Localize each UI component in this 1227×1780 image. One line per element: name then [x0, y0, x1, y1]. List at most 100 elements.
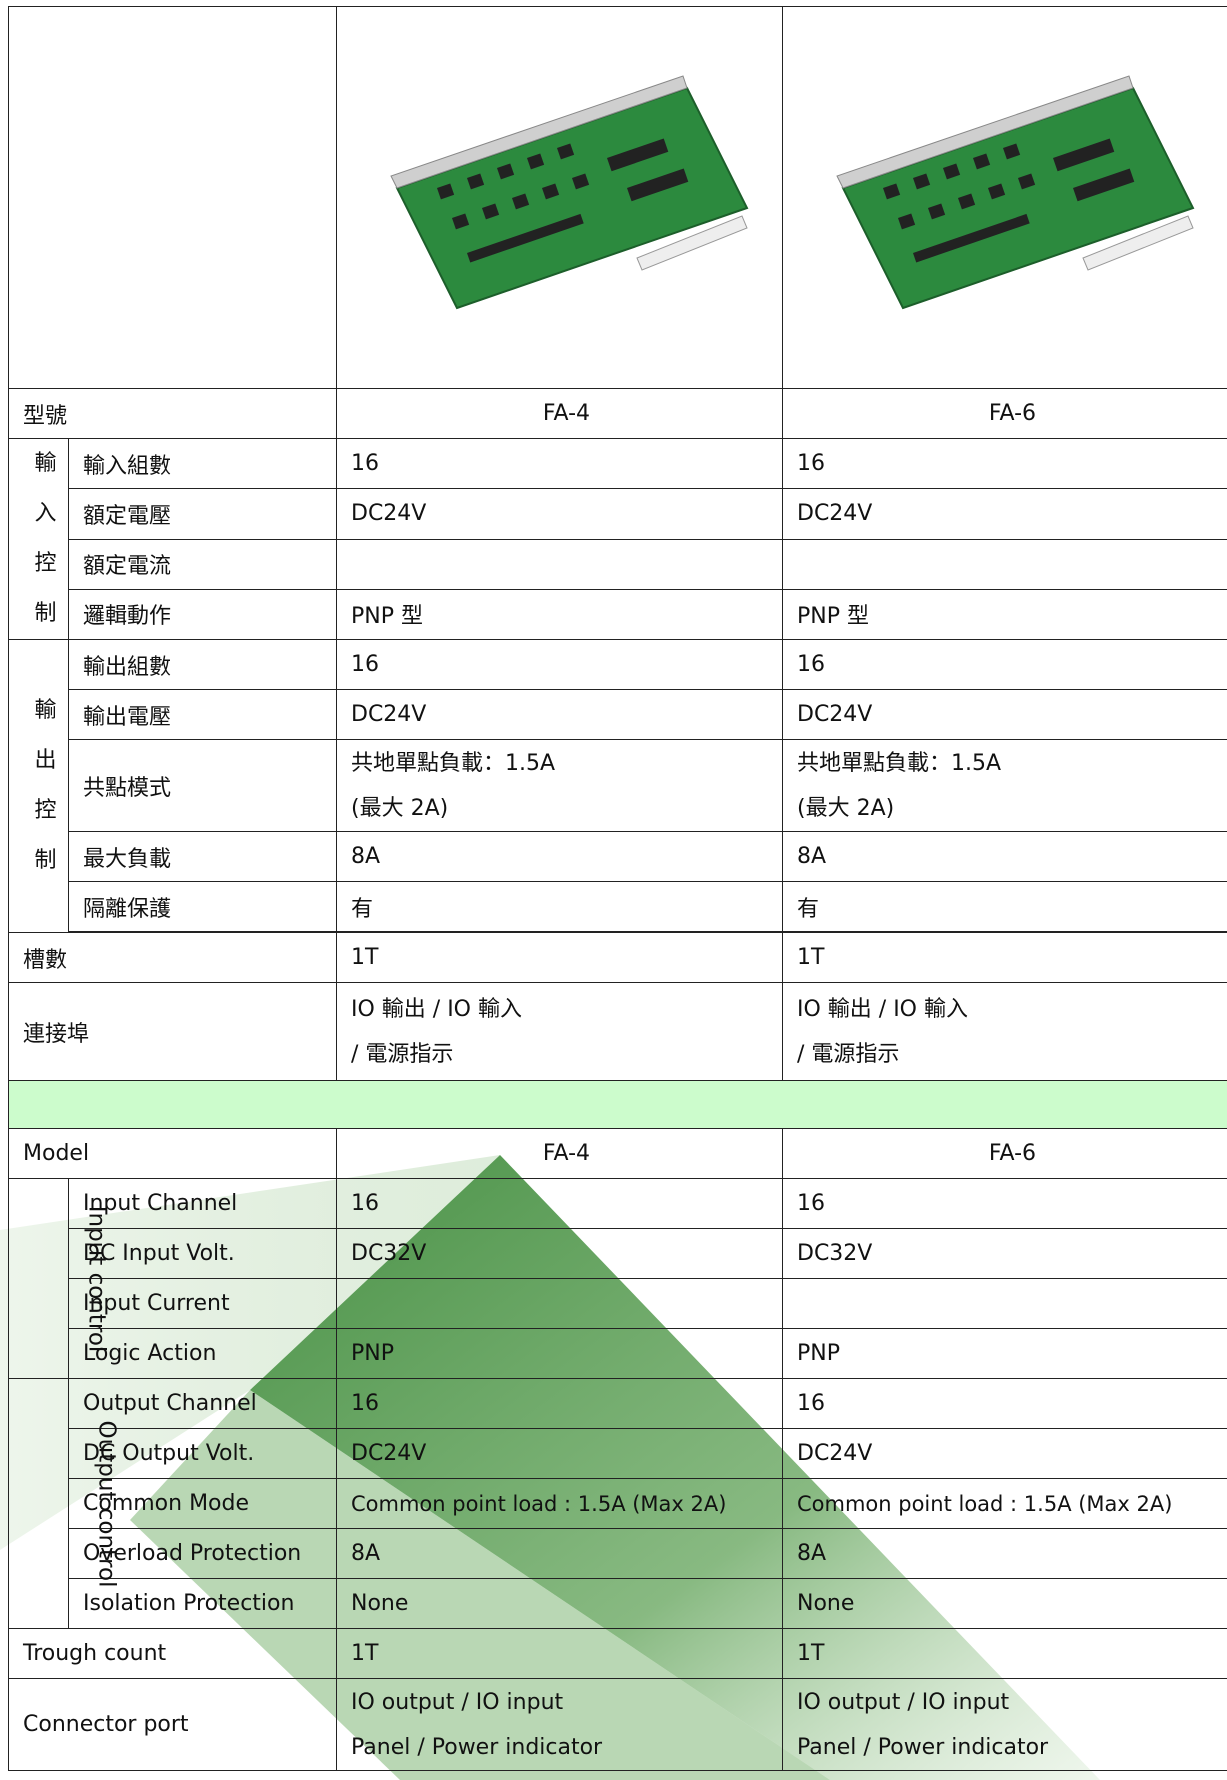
zh-connector-row: 連接埠 IO 輸出 / IO 輸入/ 電源指示 IO 輸出 / IO 輸入/ 電…: [8, 982, 1227, 1081]
zh-input-value-fa4: [336, 538, 783, 590]
zh-output-group-label: 輸出控制: [8, 639, 69, 933]
zh-output-label: 隔離保護: [68, 881, 337, 932]
zh-input-label: 邏輯動作: [68, 588, 337, 641]
zh-model-fa4: FA-4: [336, 388, 783, 439]
en-output-value-fa6: 16: [782, 1378, 1227, 1429]
en-trough-fa4: 1T: [336, 1628, 783, 1679]
en-input-value-fa6: 16: [782, 1178, 1227, 1229]
en-input-group-label: Input control: [8, 1178, 109, 1379]
en-input-value-fa6: DC32V: [782, 1228, 1227, 1279]
en-output-value-fa4: None: [336, 1578, 783, 1629]
spec-table: 型號 FA-4 FA-6 輸入控制 輸入組數 16 16 額定電壓 DC24V …: [8, 6, 1227, 1771]
zh-output-row: 最大負載 8A 8A: [9, 831, 1227, 882]
zh-input-row: 額定電流: [9, 538, 1227, 590]
en-input-row: Input control Input Channel 16 16: [8, 1178, 1227, 1379]
zh-input-group-label: 輸入控制: [8, 438, 69, 640]
zh-input-label: 額定電流: [68, 538, 337, 590]
fa6-image-cell: [782, 6, 1227, 389]
en-output-label: DC Output Volt.: [68, 1428, 337, 1479]
zh-output-value-fa6: 共地單點負載：1.5A(最大 2A): [782, 739, 1227, 832]
en-connector-label: Connector port: [8, 1678, 337, 1771]
zh-output-value-fa4: 16: [336, 639, 783, 690]
section-separator-band: [8, 1080, 1227, 1129]
en-output-value-fa6: DC24V: [782, 1428, 1227, 1479]
en-input-label: DC Input Volt.: [68, 1228, 337, 1279]
zh-slots-row: 槽數 1T 1T: [8, 932, 1227, 983]
zh-input-row: 額定電壓 DC24V DC24V: [9, 488, 1227, 540]
zh-output-value-fa4: 8A: [336, 831, 783, 882]
zh-input-value-fa6: [782, 538, 1227, 590]
zh-output-row: 輸出電壓 DC24V DC24V: [9, 689, 1227, 740]
image-row-blank-cell: [8, 6, 337, 389]
zh-input-row: 邏輯動作 PNP 型 PNP 型: [9, 588, 1227, 641]
en-input-label: Logic Action: [68, 1328, 337, 1379]
zh-input-value-fa6: 16: [782, 437, 1227, 490]
zh-slots-fa4: 1T: [336, 932, 783, 983]
en-output-row: Isolation Protection None None: [9, 1578, 1227, 1629]
zh-input-value-fa6: DC24V: [782, 488, 1227, 540]
zh-output-row: 隔離保護 有 有: [9, 881, 1227, 932]
separator-band-cell: [8, 1080, 1227, 1129]
zh-output-value-fa4: DC24V: [336, 689, 783, 740]
zh-output-label: 輸出組數: [68, 639, 337, 690]
zh-model-fa6: FA-6: [782, 388, 1227, 439]
en-trough-row: Trough count 1T 1T: [8, 1628, 1227, 1679]
fa6-board-image: [835, 74, 1194, 309]
zh-output-value-fa4: 有: [336, 881, 783, 932]
zh-connector-label: 連接埠: [8, 982, 337, 1081]
en-output-label: Common Mode: [68, 1478, 337, 1529]
en-input-value-fa4: [336, 1278, 783, 1329]
zh-connector-fa4: IO 輸出 / IO 輸入/ 電源指示: [336, 982, 783, 1081]
en-trough-label: Trough count: [8, 1628, 337, 1679]
zh-output-value-fa6: 8A: [782, 831, 1227, 882]
en-output-value-fa6: None: [782, 1578, 1227, 1629]
en-input-row: DC Input Volt. DC32V DC32V: [9, 1228, 1227, 1279]
image-row: [8, 6, 1227, 389]
en-input-row: Input Current: [9, 1278, 1227, 1329]
en-output-value-fa4: DC24V: [336, 1428, 783, 1479]
zh-output-value-fa6: DC24V: [782, 689, 1227, 740]
en-output-value-fa4: 16: [336, 1378, 783, 1429]
en-output-value-fa4: Common point load : 1.5A (Max 2A): [336, 1478, 783, 1529]
zh-input-value-fa4: DC24V: [336, 488, 783, 540]
zh-input-value-fa6: PNP 型: [782, 588, 1227, 641]
zh-model-row: 型號 FA-4 FA-6: [8, 388, 1227, 439]
en-output-row: Output control Output Channel 16 16: [8, 1378, 1227, 1629]
zh-connector-fa6: IO 輸出 / IO 輸入/ 電源指示: [782, 982, 1227, 1081]
en-output-group-label: Output control: [8, 1378, 119, 1629]
en-output-value-fa6: Common point load : 1.5A (Max 2A): [782, 1478, 1227, 1529]
zh-output-label: 共點模式: [68, 739, 337, 832]
en-model-fa6: FA-6: [782, 1128, 1227, 1179]
en-output-label: Output Channel: [68, 1378, 337, 1429]
en-input-value-fa4: PNP: [336, 1328, 783, 1379]
en-output-row: DC Output Volt. DC24V DC24V: [9, 1428, 1227, 1479]
en-model-row: Model FA-4 FA-6: [8, 1128, 1227, 1179]
zh-output-value-fa6: 有: [782, 881, 1227, 932]
en-input-value-fa6: [782, 1278, 1227, 1329]
zh-output-label: 最大負載: [68, 831, 337, 882]
en-output-label: Isolation Protection: [68, 1578, 337, 1629]
en-output-row: Overload Protection 8A 8A: [9, 1528, 1227, 1579]
zh-slots-label: 槽數: [8, 932, 337, 983]
en-model-fa4: FA-4: [336, 1128, 783, 1179]
zh-input-value-fa4: 16: [336, 437, 783, 490]
en-output-label: Overload Protection: [68, 1528, 337, 1579]
zh-output-value-fa4: 共地單點負載：1.5A(最大 2A): [336, 739, 783, 832]
zh-slots-fa6: 1T: [782, 932, 1227, 983]
zh-output-value-fa6: 16: [782, 639, 1227, 690]
zh-output-row: 共點模式 共地單點負載：1.5A(最大 2A) 共地單點負載：1.5A(最大 2…: [9, 739, 1227, 832]
fa4-board-image: [389, 74, 748, 309]
en-trough-fa6: 1T: [782, 1628, 1227, 1679]
en-input-row: Logic Action PNP PNP: [9, 1328, 1227, 1379]
en-output-row: Common Mode Common point load : 1.5A (Ma…: [9, 1478, 1227, 1529]
en-output-value-fa4: 8A: [336, 1528, 783, 1579]
zh-input-label: 額定電壓: [68, 488, 337, 540]
en-output-value-fa6: 8A: [782, 1528, 1227, 1579]
zh-input-row: 輸入控制 輸入組數 16 16: [8, 437, 1227, 640]
zh-input-label: 輸入組數: [68, 437, 337, 490]
en-input-value-fa4: DC32V: [336, 1228, 783, 1279]
